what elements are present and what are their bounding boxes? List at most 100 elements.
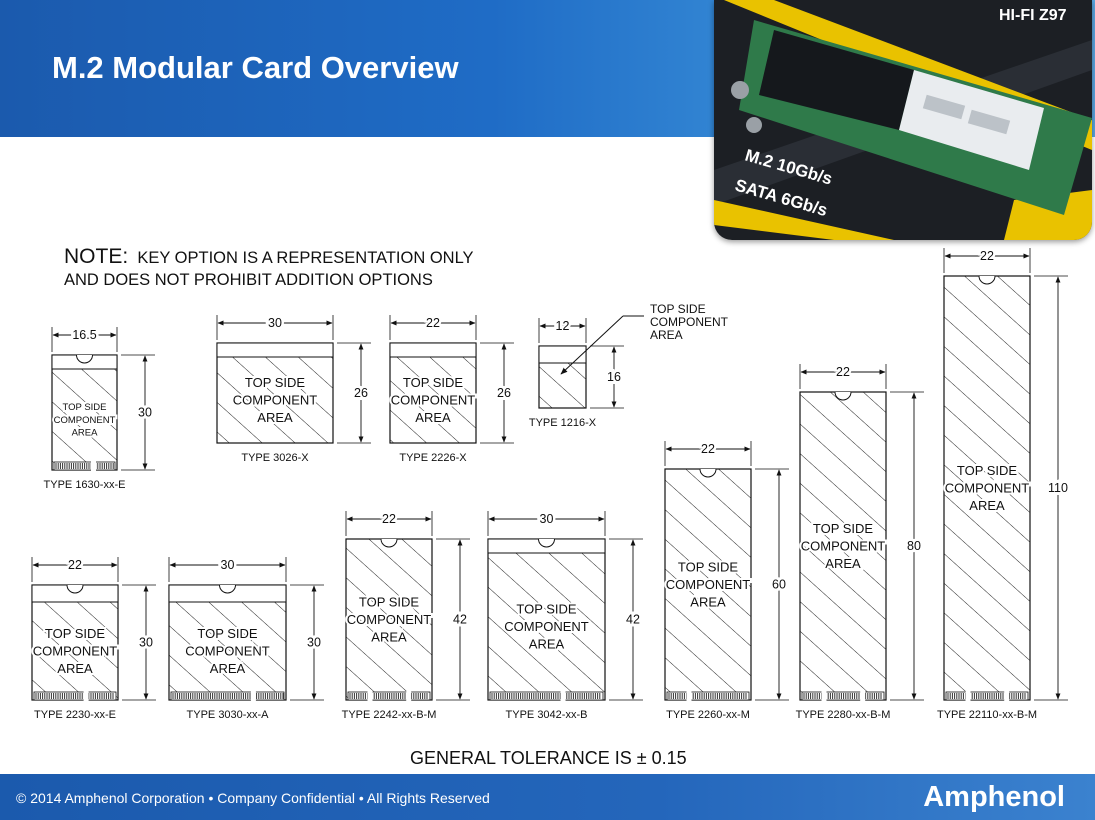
- card-notch: [380, 538, 398, 548]
- component-label: AREA: [72, 428, 99, 439]
- component-label: TOP SIDE: [197, 626, 258, 641]
- copyright-text: © 2014 Amphenol Corporation • Company Co…: [16, 790, 490, 806]
- card-key: [965, 691, 971, 701]
- note-label: NOTE:: [64, 245, 129, 268]
- card-connector: [801, 691, 885, 701]
- length-value: 30: [307, 636, 321, 650]
- general-tolerance: GENERAL TOLERANCE IS ± 0.15: [410, 748, 687, 768]
- card-band: [389, 342, 477, 358]
- note-text-1: KEY OPTION IS A REPRESENTATION ONLY: [137, 249, 474, 267]
- card-connector: [666, 691, 750, 701]
- width-value: 12: [556, 319, 570, 333]
- width-value: 22: [701, 442, 715, 456]
- width-value: 22: [382, 512, 396, 526]
- card-outline: [943, 275, 1031, 701]
- card-type-label: TYPE 1630-xx-E: [44, 479, 126, 491]
- component-label: AREA: [969, 498, 1005, 513]
- card-type-label: TYPE 2280-xx-B-M: [796, 709, 891, 721]
- card-type-label: TYPE 3026-X: [241, 452, 309, 464]
- photo-illustration: M.2 10Gb/s SATA 6Gb/s HI-FI Z97: [714, 0, 1092, 240]
- component-label: AREA: [415, 410, 451, 425]
- card-notch: [76, 354, 93, 364]
- card-notch: [978, 275, 996, 285]
- length-value: 30: [138, 406, 152, 420]
- callout-line-2: COMPONENT: [650, 315, 729, 329]
- component-label: AREA: [690, 595, 726, 610]
- card-outline: [664, 468, 752, 701]
- component-label: TOP SIDE: [245, 375, 306, 390]
- component-label: AREA: [257, 410, 293, 425]
- component-label: TOP SIDE: [403, 375, 464, 390]
- note-line-2: AND DOES NOT PROHIBIT ADDITION OPTIONS: [64, 271, 433, 289]
- card-notch: [538, 538, 555, 548]
- width-value: 22: [68, 558, 82, 572]
- component-label: TOP SIDE: [45, 626, 106, 641]
- card-type-label: TYPE 2226-X: [399, 452, 467, 464]
- card-connector: [347, 691, 431, 701]
- card-band: [538, 345, 587, 364]
- card-type-label: TYPE 22110-xx-B-M: [937, 709, 1037, 721]
- component-label: AREA: [371, 630, 407, 645]
- length-value: 80: [907, 539, 921, 553]
- component-label: COMPONENT: [391, 393, 476, 408]
- component-label: TOP SIDE: [516, 602, 577, 617]
- card-outline: [389, 342, 477, 444]
- component-label: AREA: [210, 661, 246, 676]
- length-value: 110: [1048, 481, 1068, 495]
- component-label: COMPONENT: [347, 612, 432, 627]
- width-value: 22: [836, 365, 850, 379]
- width-value: 30: [540, 512, 554, 526]
- length-value: 42: [626, 613, 640, 627]
- component-label: TOP SIDE: [678, 560, 739, 575]
- component-label: COMPONENT: [504, 619, 589, 634]
- component-label: TOP SIDE: [63, 402, 107, 413]
- component-label: AREA: [57, 661, 93, 676]
- card-outline: [31, 584, 119, 701]
- card-key: [91, 461, 96, 471]
- component-label: TOP SIDE: [359, 595, 420, 610]
- length-value: 16: [607, 370, 621, 384]
- card-notch: [699, 468, 717, 478]
- width-value: 30: [221, 558, 235, 572]
- footer-bar: © 2014 Amphenol Corporation • Company Co…: [0, 774, 1095, 820]
- card-connector: [33, 691, 117, 701]
- card-key: [860, 691, 866, 701]
- card-key: [250, 691, 256, 701]
- component-label: COMPONENT: [54, 415, 116, 426]
- card-key: [406, 691, 412, 701]
- component-label: COMPONENT: [33, 644, 118, 659]
- card-key: [686, 691, 692, 701]
- card-key: [83, 691, 89, 701]
- card-outline: [345, 538, 433, 701]
- component-label: TOP SIDE: [813, 521, 874, 536]
- component-label: AREA: [529, 637, 565, 652]
- length-value: 60: [772, 578, 786, 592]
- slide-title: M.2 Modular Card Overview: [52, 50, 459, 85]
- callout-line-3: AREA: [650, 328, 683, 342]
- card-key: [560, 691, 566, 701]
- width-value: 30: [268, 316, 282, 330]
- component-label: AREA: [825, 556, 861, 571]
- card-notch: [219, 584, 236, 594]
- component-label: COMPONENT: [666, 577, 751, 592]
- card-notch: [834, 391, 852, 401]
- component-label: COMPONENT: [185, 644, 270, 659]
- card-type-label: TYPE 1216-X: [529, 417, 597, 429]
- card-type-label: TYPE 3042-xx-B: [506, 709, 588, 721]
- card-key: [367, 691, 373, 701]
- length-value: 42: [453, 613, 467, 627]
- card-type-label: TYPE 2260-xx-M: [666, 709, 750, 721]
- component-label: TOP SIDE: [957, 463, 1018, 478]
- callout-line-1: TOP SIDE: [650, 302, 706, 316]
- card-type-label: TYPE 2242-xx-B-M: [342, 709, 437, 721]
